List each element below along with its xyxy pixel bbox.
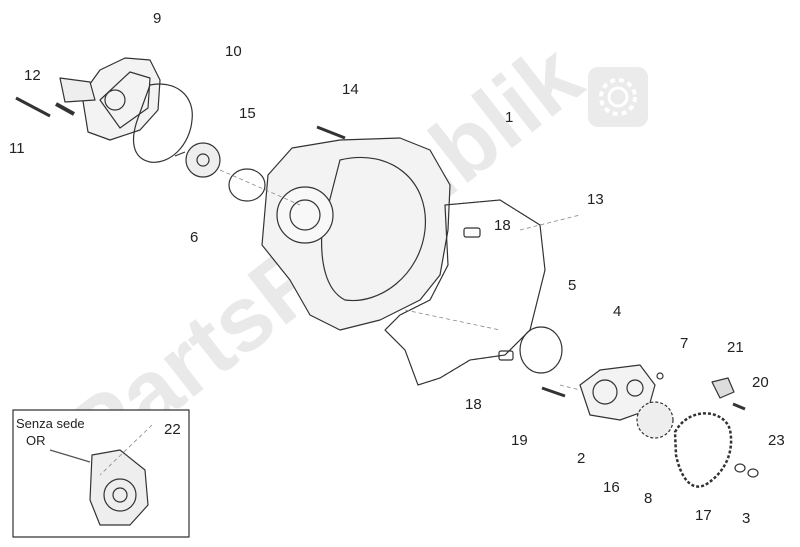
- callout-12: 12: [24, 67, 41, 84]
- callout-15: 15: [239, 105, 256, 122]
- callout-6: 6: [190, 229, 199, 246]
- sprocket: [636, 401, 674, 439]
- drive-chain: [673, 412, 733, 488]
- leader-lines: [99, 169, 581, 476]
- callout-5: 5: [568, 277, 577, 294]
- nut-3: [747, 468, 759, 478]
- inset-label-senza-sede: Senza sede: [16, 416, 85, 431]
- chain-tensioner: [711, 377, 746, 411]
- bolt-11: [15, 96, 51, 118]
- callout-16: 16: [603, 479, 620, 496]
- callout-10: 10: [225, 43, 242, 60]
- callout-4: 4: [613, 303, 622, 320]
- washer-23: [734, 463, 746, 473]
- callout-8: 8: [644, 490, 653, 507]
- gasket-10: [132, 83, 193, 163]
- inset-pump: [49, 449, 149, 526]
- callout-11: 11: [9, 140, 25, 157]
- o-ring-5: [519, 326, 563, 374]
- o-ring-15: [228, 168, 266, 202]
- callout-9: 9: [153, 10, 162, 27]
- callout-18-upper: 18: [494, 217, 511, 234]
- dowel-18a: [463, 227, 481, 238]
- water-pump-cover: [59, 57, 161, 141]
- oil-pump: [579, 364, 656, 421]
- impeller: [174, 142, 221, 178]
- callout-7: 7: [680, 335, 689, 352]
- washer-7: [656, 372, 664, 380]
- callout-22: 22: [164, 421, 181, 438]
- bolt-19: [541, 386, 566, 398]
- cover-gasket: [384, 199, 546, 386]
- inset-label-or: OR: [26, 433, 46, 448]
- bolt-12: [55, 102, 75, 116]
- callout-21: 21: [727, 339, 744, 356]
- callout-3: 3: [742, 510, 751, 527]
- callout-19: 19: [511, 432, 528, 449]
- bolt-14: [316, 125, 346, 140]
- callout-2: 2: [577, 450, 586, 467]
- callout-1: 1: [505, 109, 514, 126]
- callout-18-lower: 18: [465, 396, 482, 413]
- callout-23: 23: [768, 432, 785, 449]
- callout-20: 20: [752, 374, 769, 391]
- gear-icon: [588, 67, 648, 127]
- callout-13: 13: [587, 191, 604, 208]
- callout-14: 14: [342, 81, 359, 98]
- callout-17: 17: [695, 507, 712, 524]
